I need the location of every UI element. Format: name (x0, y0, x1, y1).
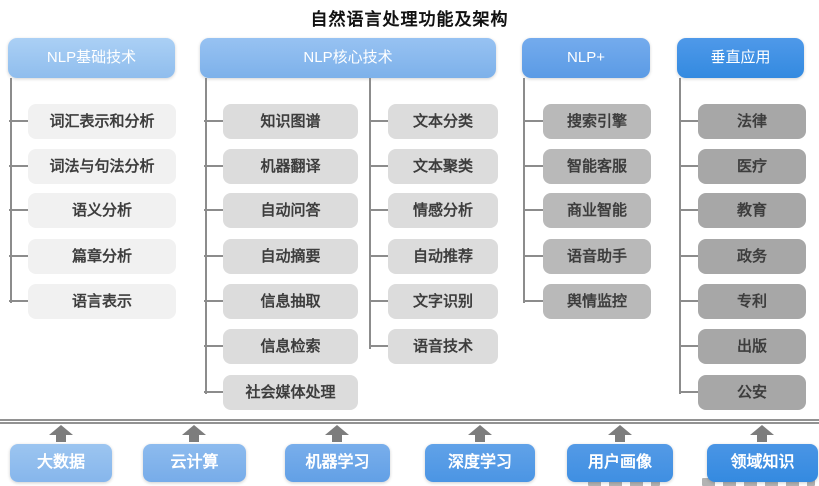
node-item: 语言表示 (9, 284, 176, 319)
node-item: 情感分析 (369, 193, 498, 228)
node-item: 词汇表示和分析 (9, 104, 176, 139)
node-item: 词法与句法分析 (9, 149, 176, 184)
connector-line (205, 78, 207, 394)
node-item: 商业智能 (524, 193, 651, 228)
up-arrow-icon (750, 425, 774, 442)
node-item: 文本聚类 (369, 149, 498, 184)
column-header-nlp-core: NLP核心技术 (200, 38, 496, 78)
node-item: 医疗 (679, 149, 806, 184)
node-item: 教育 (679, 193, 806, 228)
node-item: 语义分析 (9, 193, 176, 228)
node-item: 语音助手 (524, 239, 651, 274)
node-item: 信息抽取 (204, 284, 358, 319)
node-item: 机器翻译 (204, 149, 358, 184)
node-item: 专利 (679, 284, 806, 319)
node-item: 社会媒体处理 (204, 375, 358, 410)
diagram-title: 自然语言处理功能及架构 (310, 10, 509, 29)
node-item: 舆情监控 (524, 284, 651, 319)
node-item: 知识图谱 (204, 104, 358, 139)
foundation-box: 深度学习 (425, 444, 535, 482)
watermark-fragment (702, 478, 815, 486)
divider-line (0, 419, 819, 424)
node-item: 语音技术 (369, 329, 498, 364)
node-item: 文本分类 (369, 104, 498, 139)
column-header-vertical-apps: 垂直应用 (677, 38, 804, 78)
up-arrow-icon (468, 425, 492, 442)
foundation-box: 用户画像 (567, 444, 673, 482)
foundation-box: 领域知识 (707, 444, 818, 482)
node-item: 自动问答 (204, 193, 358, 228)
up-arrow-icon (182, 425, 206, 442)
up-arrow-icon (49, 425, 73, 442)
node-item: 出版 (679, 329, 806, 364)
connector-line (10, 78, 12, 303)
node-item: 法律 (679, 104, 806, 139)
foundation-box: 机器学习 (285, 444, 390, 482)
up-arrow-icon (608, 425, 632, 442)
foundation-box: 云计算 (143, 444, 246, 482)
connector-line (523, 78, 525, 303)
node-item: 文字识别 (369, 284, 498, 319)
connector-line (369, 78, 371, 349)
connector-line (679, 78, 681, 394)
node-item: 公安 (679, 375, 806, 410)
up-arrow-icon (325, 425, 349, 442)
foundation-box: 大数据 (10, 444, 112, 482)
node-item: 自动推荐 (369, 239, 498, 274)
node-item: 篇章分析 (9, 239, 176, 274)
watermark-fragment (588, 478, 660, 486)
node-item: 自动摘要 (204, 239, 358, 274)
node-item: 智能客服 (524, 149, 651, 184)
column-header-nlp-basic: NLP基础技术 (8, 38, 175, 78)
node-item: 政务 (679, 239, 806, 274)
column-header-nlp-plus: NLP+ (522, 38, 650, 78)
node-item: 搜索引擎 (524, 104, 651, 139)
node-item: 信息检索 (204, 329, 358, 364)
